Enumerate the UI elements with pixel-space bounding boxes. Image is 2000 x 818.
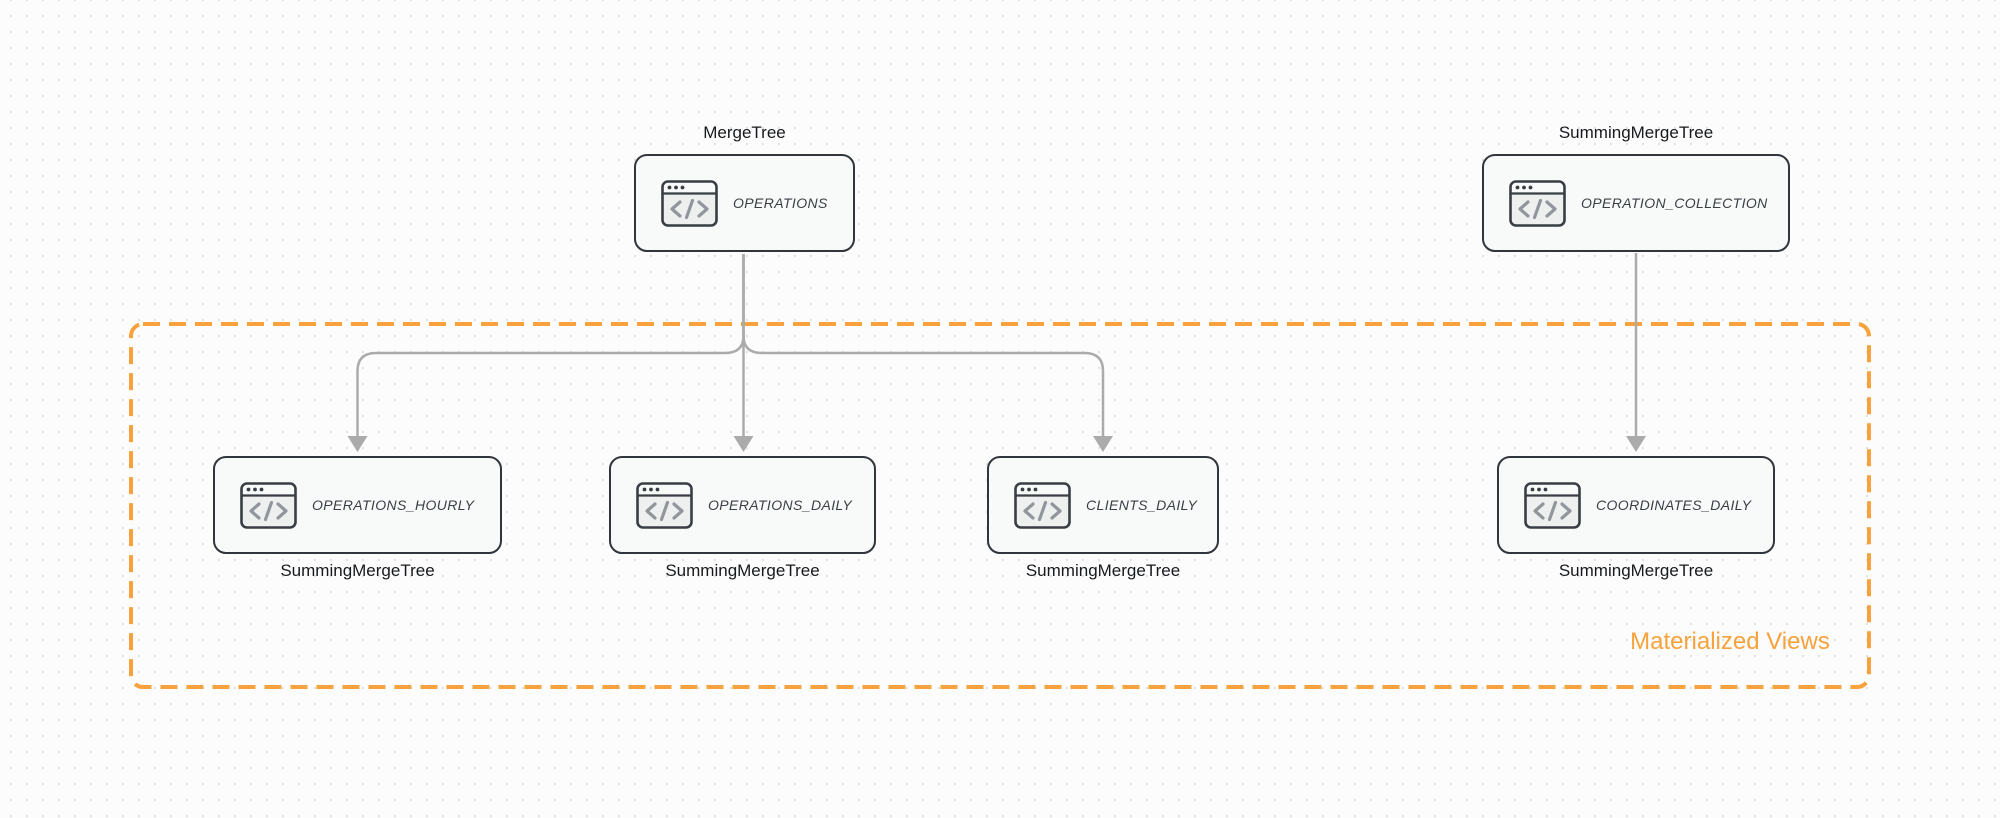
engine-label-operations: MergeTree [703,123,786,142]
table-name: OPERATIONS_HOURLY [312,497,475,513]
code-window-icon [636,481,693,529]
engine-label-coordinates-daily: SummingMergeTree [1558,561,1714,580]
engine-label-clients-daily: SummingMergeTree [1025,561,1181,580]
table-node-operation-collection[interactable]: OPERATION_COLLECTION [1482,154,1790,252]
arrowhead-icon [1626,436,1646,452]
table-name: COORDINATES_DAILY [1596,497,1752,513]
code-window-icon [240,481,297,529]
arrowhead-icon [1093,436,1113,452]
table-node-operations-hourly[interactable]: OPERATIONS_HOURLY [213,456,502,554]
table-name: OPERATION_COLLECTION [1581,195,1768,211]
table-name: OPERATIONS_DAILY [708,497,853,513]
engine-label-operation-collection: SummingMergeTree [1558,123,1714,142]
engine-label-operations-hourly: SummingMergeTree [280,561,435,580]
code-window-icon [1524,481,1581,529]
materialized-views-label: Materialized Views [1630,628,1830,655]
code-window-icon [661,179,718,227]
edge-operations-to-operations-hourly [347,254,745,452]
table-node-coordinates-daily[interactable]: COORDINATES_DAILY [1497,456,1775,554]
table-node-clients-daily[interactable]: CLIENTS_DAILY [987,456,1219,554]
table-name: OPERATIONS [733,195,828,211]
edge-operations-to-clients-daily [742,254,1113,452]
edge-operation-collection-to-coordinates-daily [1626,253,1646,452]
table-node-operations-daily[interactable]: OPERATIONS_DAILY [609,456,876,554]
code-window-icon [1014,481,1071,529]
table-node-operations[interactable]: OPERATIONS [634,154,855,252]
materialized-views-group-frame[interactable] [129,322,1871,689]
arrowhead-icon [347,436,368,452]
arrowhead-icon [733,436,754,452]
table-name: CLIENTS_DAILY [1086,497,1198,513]
code-window-icon [1509,179,1566,227]
engine-label-operations-daily: SummingMergeTree [665,561,820,580]
